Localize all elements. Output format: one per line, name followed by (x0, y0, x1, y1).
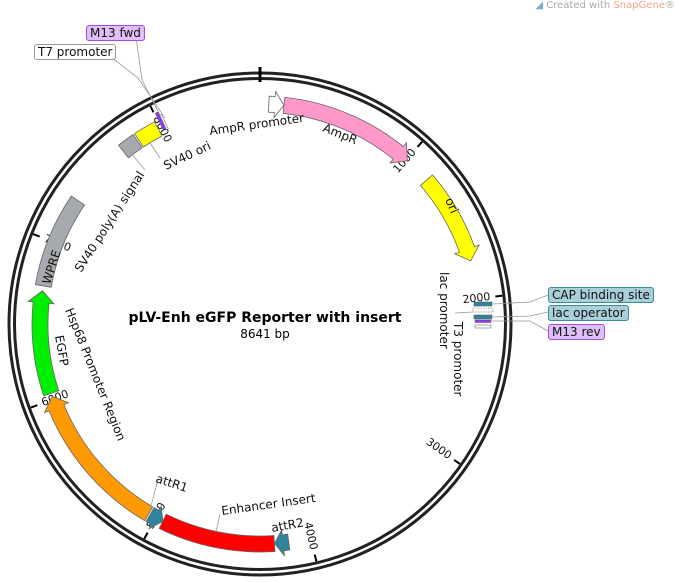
attr1-leader (149, 478, 159, 511)
tick-label: 4000 (301, 521, 320, 551)
tick-mark (143, 532, 149, 540)
ampr-promoter-feature[interactable] (268, 90, 285, 119)
lac-promoter-label: lac promoter (437, 272, 451, 349)
attr2-label: attR2 (270, 515, 305, 534)
ampr-promoter-label: AmpR promoter (208, 111, 304, 138)
tick-mark (416, 141, 423, 148)
attr1-feature[interactable] (145, 504, 164, 530)
hsp68-promoter-feature[interactable] (43, 395, 154, 522)
sv40-polya-label: SV40 poly(A) signal (72, 169, 148, 275)
ampr-feature[interactable] (282, 96, 408, 164)
lac-operator-feature[interactable] (473, 314, 493, 320)
sv40-ori-leader (149, 142, 161, 159)
plasmid-length: 8641 bp (240, 327, 290, 341)
m13-rev-callout[interactable]: M13 rev (548, 324, 605, 340)
egfp-label: EGFP (52, 334, 71, 367)
tick-mark (313, 554, 318, 562)
t7-leader (110, 56, 166, 119)
ori-label: ori (442, 196, 461, 216)
wpre-feature[interactable] (34, 195, 86, 288)
sv40-ori-feature[interactable] (134, 121, 163, 148)
backbone (7, 67, 513, 577)
plasmid-name: pLV-Enh eGFP Reporter with insert (129, 310, 402, 326)
lac-region-features (454, 294, 549, 332)
enhancer-insert-feature[interactable] (158, 513, 276, 553)
m13-fwd-leader (135, 36, 161, 116)
lac-operator-callout[interactable]: lac operator (548, 305, 629, 321)
t3-promoter-feature[interactable] (474, 324, 492, 329)
snapgene-logo-icon: ◢ (535, 0, 547, 11)
enhancer-leader (215, 513, 221, 533)
lac-promoter-leader (454, 311, 474, 314)
sv40-polya-leader (129, 151, 146, 171)
tick-mark (149, 105, 155, 113)
tick-mark (495, 294, 503, 298)
egfp-feature[interactable] (27, 290, 60, 397)
lac-promoter-feature[interactable] (472, 307, 494, 313)
t7-promoter-callout[interactable]: T7 promoter (34, 44, 117, 60)
cap-binding-site-feature[interactable] (473, 301, 493, 307)
tick-mark (453, 459, 461, 465)
snapgene-watermark: ◢ Created with SnapGene® (535, 0, 675, 11)
t3-promoter-label: T3 promoter (451, 321, 465, 397)
ori-feature[interactable] (419, 174, 481, 262)
t7-m13-features (110, 36, 221, 533)
lac-operator-leader (492, 311, 549, 318)
m13-rev-leader (492, 320, 549, 332)
m13-rev-feature[interactable] (474, 319, 492, 323)
sv40-polya-feature[interactable] (117, 133, 143, 159)
attr1-label: attR1 (154, 472, 189, 495)
attr2-feature[interactable] (274, 528, 291, 557)
cap-leader (492, 294, 549, 305)
tick-label: 3000 (424, 435, 454, 462)
enhancer-insert-label: Enhancer Insert (220, 491, 316, 518)
tick-mark (30, 404, 38, 409)
t7-promoter-feature[interactable] (159, 113, 169, 131)
cap-binding-site-callout[interactable]: CAP binding site (548, 287, 654, 303)
m13-fwd-callout[interactable]: M13 fwd (86, 25, 145, 41)
tick-mark (32, 233, 41, 238)
sv40-ori-label: SV40 ori (161, 139, 213, 173)
